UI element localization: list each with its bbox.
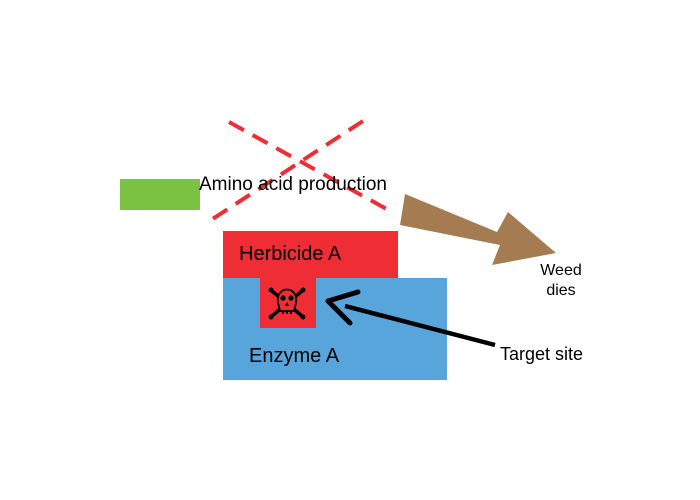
weed-dies-line-1: Weed xyxy=(540,262,582,279)
amino-acid-production-label: Amino acid production xyxy=(199,174,387,195)
skull-and-crossbones-icon xyxy=(268,287,306,320)
target-site-pointer-arrow xyxy=(325,289,496,348)
weed-dies-label: Weed dies xyxy=(531,261,591,301)
amino-acid-bar xyxy=(120,179,200,210)
target-site-label: Target site xyxy=(500,344,584,364)
weed-dies-line-2: dies xyxy=(546,282,576,299)
enzyme-label: Enzyme A xyxy=(249,345,340,367)
weed-dies-arrow xyxy=(400,194,556,265)
blocked-cross xyxy=(206,119,393,224)
herbicide-block xyxy=(223,231,398,328)
herbicide-label: Herbicide A xyxy=(239,243,342,265)
